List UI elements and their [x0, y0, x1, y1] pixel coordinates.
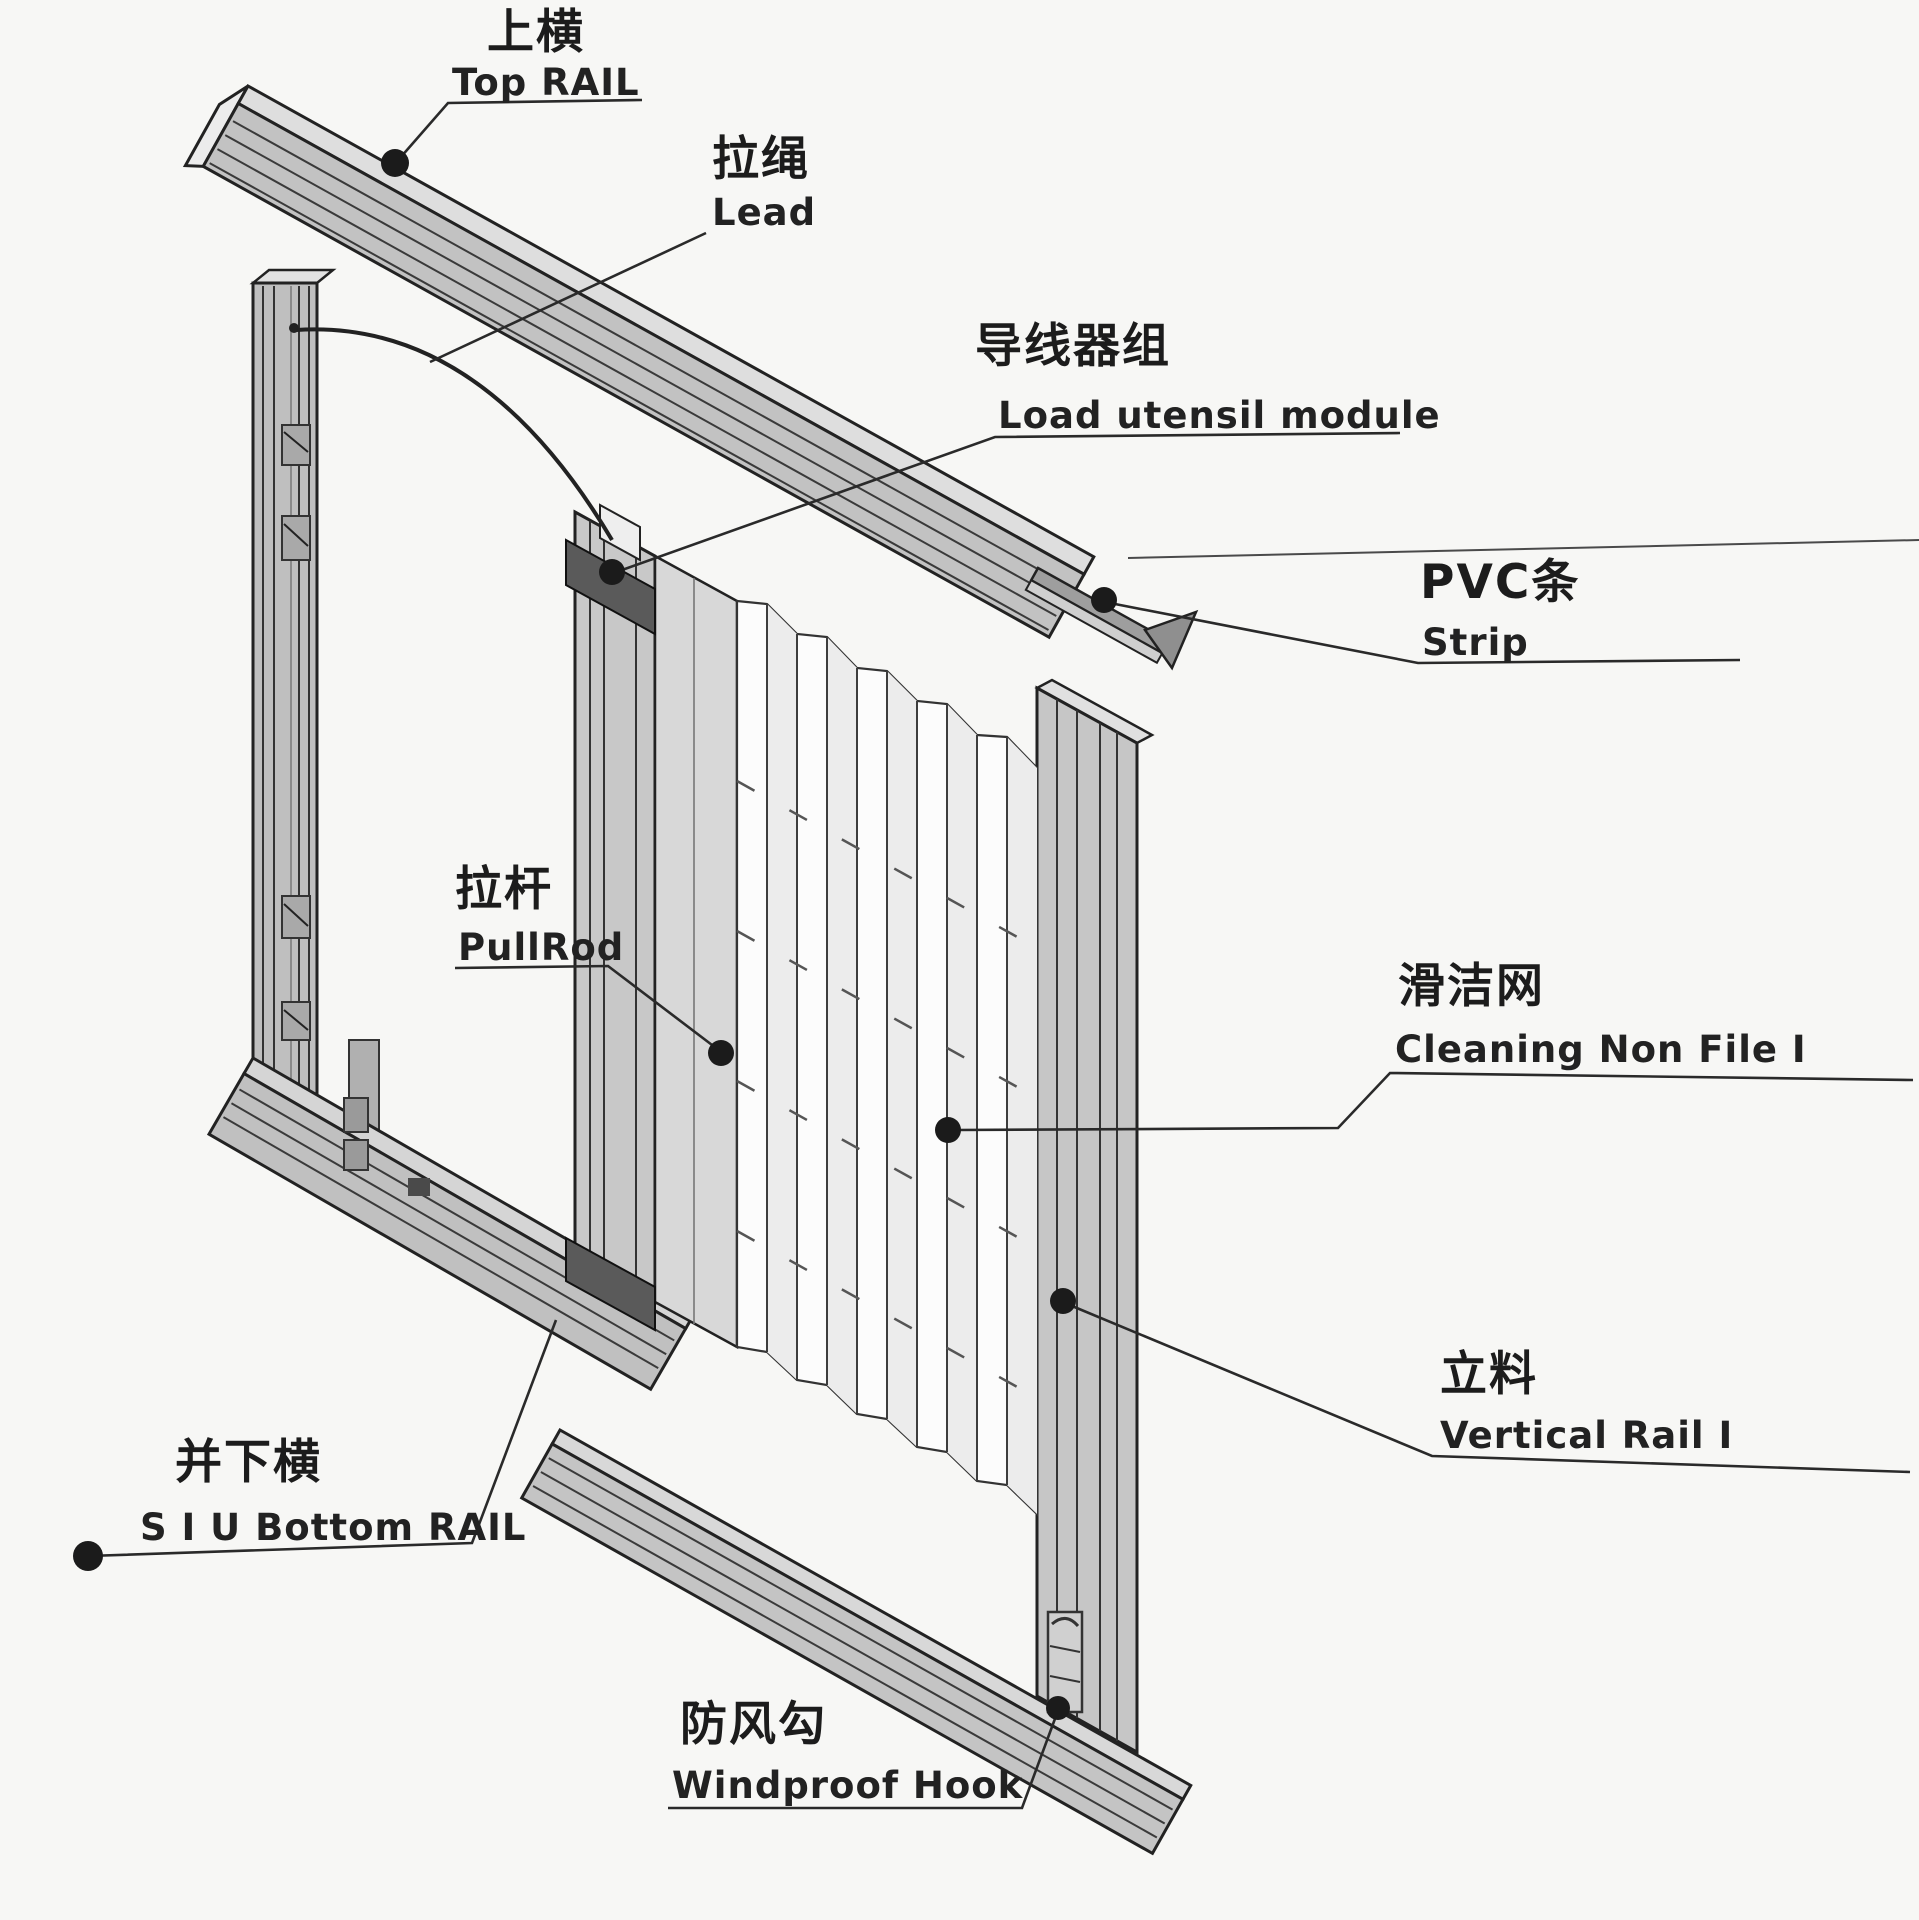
label-bottom-rail-zh: 并下横	[175, 1435, 322, 1490]
left-vertical-rail	[249, 268, 380, 1191]
hook-crossbar	[1049, 1645, 1081, 1653]
leader-pull-rod	[454, 964, 717, 1050]
pleat-shade	[947, 704, 977, 1481]
hook-plate	[1046, 1610, 1084, 1714]
label-cleaning-net-en: Cleaning Non File I	[1395, 1028, 1807, 1071]
pvc-strip-tail	[1143, 609, 1199, 671]
hinge-detail	[281, 424, 311, 466]
right-rail-body	[1035, 685, 1139, 1755]
marker-load-module	[599, 559, 625, 585]
lower-bottom-bar	[519, 1427, 1193, 1856]
rail-groove	[548, 1457, 1174, 1811]
edge-line	[1127, 539, 1919, 559]
marker-vertical-rail	[1050, 1288, 1076, 1314]
load-utensil-module-part	[565, 538, 656, 636]
pleat-shade	[827, 637, 857, 1414]
leader-windproof-hook	[668, 1715, 1058, 1810]
pull-rod-side-face	[653, 553, 739, 1350]
rail-groove	[540, 1471, 1166, 1825]
hinge-detail	[343, 1139, 369, 1171]
rail-groove	[232, 120, 1073, 589]
leader-vertical-rail	[1071, 1304, 1911, 1474]
label-pvc-strip-zh: PVC条	[1420, 555, 1580, 610]
label-vertical-rail-en: Vertical Rail I	[1440, 1414, 1733, 1457]
pull-cord	[295, 327, 614, 542]
hinge-detail	[343, 1097, 369, 1133]
pull-rod-front-face	[573, 509, 657, 1305]
hinge-tick	[283, 903, 309, 927]
marker-pull-rod	[708, 1040, 734, 1066]
bottom-rail-front-face	[206, 1071, 688, 1392]
leader-load-module	[621, 431, 1401, 572]
hinge-detail	[281, 515, 311, 561]
label-load-module-zh: 导线器组	[975, 319, 1171, 374]
hinge-detail	[281, 895, 311, 939]
top-rail-bar	[182, 83, 1096, 640]
left-rail-top-face	[249, 268, 337, 285]
label-vertical-rail-zh: 立料	[1440, 1347, 1538, 1402]
label-load-module-en: Load utensil module	[998, 394, 1441, 437]
leader-top-rail	[399, 98, 643, 159]
callouts	[73, 98, 1914, 1810]
windproof-hook-part	[1046, 1610, 1084, 1714]
label-cleaning-net-zh: 滑洁网	[1398, 959, 1545, 1014]
marker-windproof-hook	[1046, 1696, 1070, 1720]
rail-groove	[216, 148, 1057, 617]
hinge-tick	[283, 431, 309, 453]
hinge-tick	[283, 523, 309, 547]
hinge-tick	[283, 1009, 309, 1031]
cord-connector	[599, 503, 641, 562]
pull-rod-foot	[565, 1236, 656, 1332]
label-pull-rod-en: PullRod	[458, 926, 624, 969]
label-pvc-strip-en: Strip	[1422, 621, 1529, 664]
rail-groove	[224, 134, 1065, 603]
pvc-strip-front	[1024, 578, 1164, 665]
label-top-rail-en: Top RAIL	[452, 61, 640, 104]
leader-pvc-strip	[1114, 602, 1741, 665]
cord-anchor	[289, 323, 299, 333]
pleat-shade	[887, 671, 917, 1447]
hinge-detail	[408, 1178, 430, 1196]
top-rail-top-face	[236, 83, 1096, 577]
marker-top-rail	[381, 149, 409, 177]
rail-groove	[209, 162, 1049, 631]
label-windproof-hook-en: Windproof Hook	[672, 1764, 1024, 1807]
rail-groove	[230, 1102, 667, 1356]
pleated-screen	[735, 599, 1039, 1517]
marker-cleaning-net	[935, 1117, 961, 1143]
label-top-rail-zh: 上横	[487, 5, 585, 60]
label-windproof-hook-zh: 防风勾	[680, 1697, 827, 1752]
label-lead-zh: 拉绳	[712, 132, 810, 187]
label-lead-en: Lead	[712, 191, 816, 234]
pleat-shade	[767, 604, 797, 1380]
label-bottom-rail-en: S I U Bottom RAIL	[140, 1506, 526, 1549]
leader-lead	[429, 231, 707, 364]
label-pull-rod-zh: 拉杆	[455, 862, 553, 917]
marker-bottom-rail	[73, 1541, 103, 1571]
pleat-shade	[1007, 737, 1037, 1514]
right-vertical-rail	[1034, 678, 1155, 1755]
pull-rod-part	[565, 503, 739, 1350]
marker-pvc-strip	[1091, 587, 1117, 613]
leader-cleaning-net	[955, 1071, 1914, 1132]
leader-bottom-rail	[87, 1319, 558, 1558]
hook-curl	[1051, 1617, 1080, 1628]
rail-groove	[532, 1485, 1158, 1839]
hook-crossbar	[1049, 1675, 1081, 1683]
rail-groove	[222, 1116, 659, 1370]
label-texts: 上横 Top RAIL 拉绳 Lead 导线器组 Load utensil mo…	[140, 5, 1807, 1807]
